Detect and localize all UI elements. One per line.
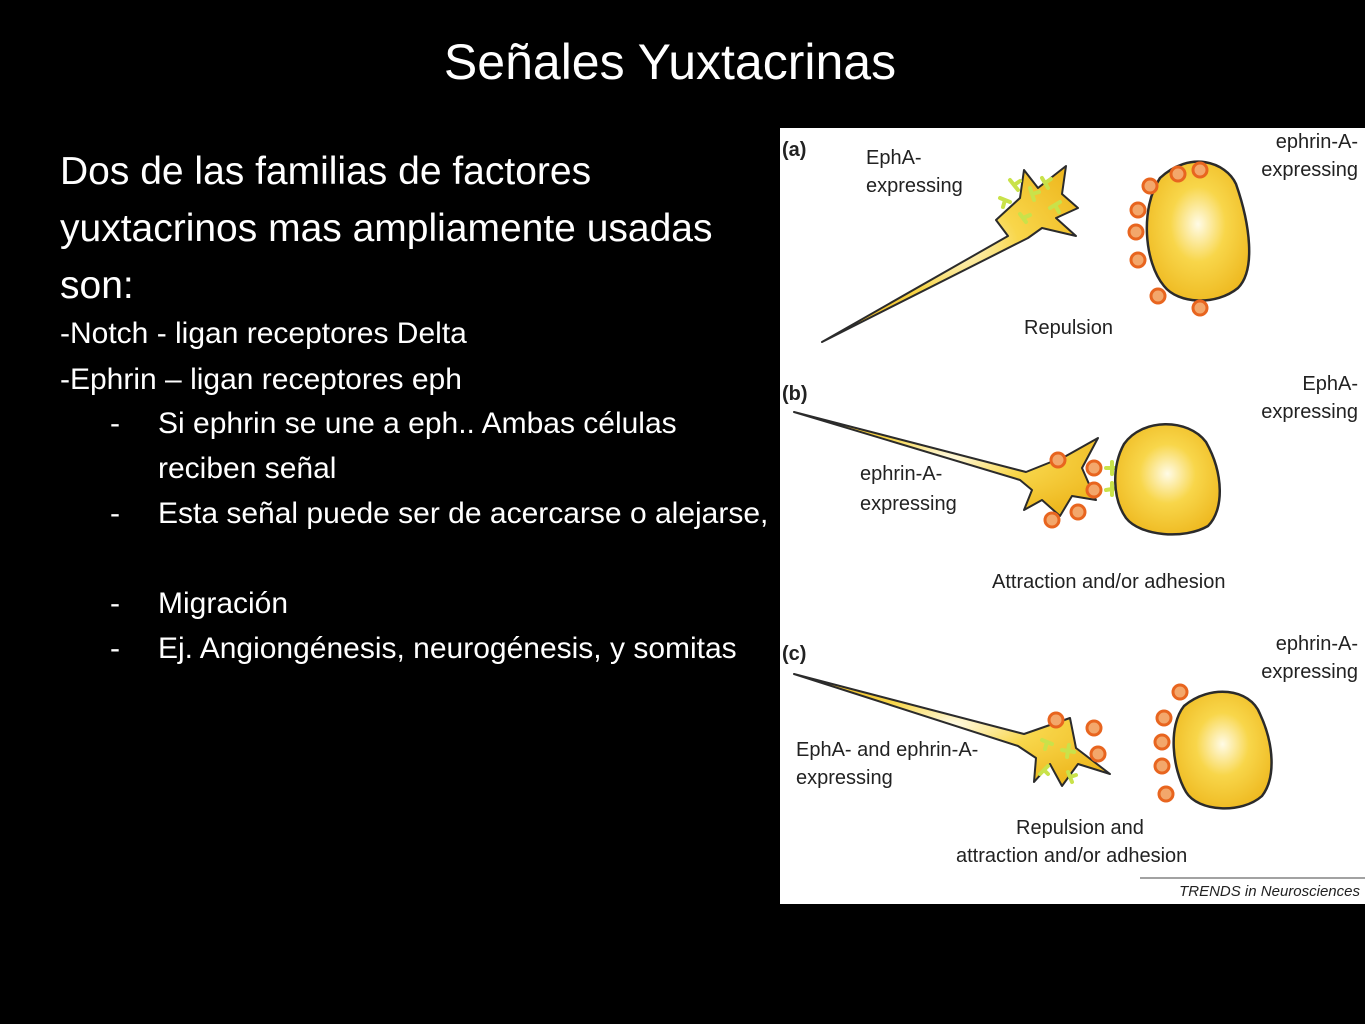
- figure-credit: TRENDS in Neurosciences: [1179, 883, 1360, 900]
- subitem-text: Esta señal puede ser de acercarse o alej…: [158, 497, 769, 530]
- subitem-1: - Si ephrin se une a eph.. Ambas células…: [110, 401, 770, 491]
- ephrin-diagram: (a) EphA- expressing ephrin-A- expressin…: [780, 128, 1365, 904]
- subitem-dash: -: [110, 497, 120, 530]
- subitem-dash: -: [110, 587, 120, 620]
- panel-b-right-label-1: EphA-: [1302, 373, 1358, 395]
- panel-c-tag: (c): [782, 643, 806, 665]
- panel-b-left-label-2: expressing: [860, 493, 957, 515]
- subitem-text: Migración: [158, 587, 289, 620]
- neuron-cell: [821, 165, 1079, 343]
- panel-b-right-label-2: expressing: [1261, 401, 1358, 423]
- panel-b-caption: Attraction and/or adhesion: [992, 571, 1226, 593]
- panel-a-right-label-1: ephrin-A-: [1276, 131, 1358, 153]
- panel-b: (b) EphA- expressing ephrin-A- expressin…: [782, 373, 1358, 593]
- panel-b-tag: (b): [782, 383, 808, 405]
- subitem-2: - Esta señal puede ser de acercarse o al…: [110, 491, 770, 536]
- receptor-group: [998, 176, 1062, 224]
- ligand-group: [1043, 451, 1103, 529]
- subitem-text: Si ephrin se une a eph.. Ambas células r…: [158, 407, 677, 485]
- target-cell: [1172, 690, 1273, 810]
- ligand-group: [1127, 161, 1209, 317]
- panel-c-left-label-2: expressing: [796, 767, 893, 789]
- panel-c: (c) ephrin-A- expressing EphA- and ephri…: [782, 633, 1358, 867]
- target-cell: [1114, 423, 1221, 536]
- panel-c-caption-1: Repulsion and: [1016, 817, 1144, 839]
- subitem-4: - Ej. Angiongénesis, neurogénesis, y som…: [110, 626, 770, 671]
- panel-a-right-label-2: expressing: [1261, 159, 1358, 181]
- subitem-dash: -: [110, 632, 120, 665]
- panel-c-caption-2: attraction and/or adhesion: [956, 845, 1187, 867]
- ligand-group: [1153, 683, 1189, 803]
- panel-a-tag: (a): [782, 139, 806, 161]
- item-notch: -Notch - ligan receptores Delta: [60, 317, 467, 350]
- panel-c-right-label-1: ephrin-A-: [1276, 633, 1358, 655]
- neuron-cell: [793, 411, 1099, 517]
- subitem-3: - Migración: [110, 581, 770, 626]
- target-cell: [1145, 160, 1251, 302]
- lead-text: Dos de las familias de factores yuxtacri…: [60, 150, 713, 307]
- panel-a-caption: Repulsion: [1024, 317, 1113, 339]
- panel-a-left-label-2: expressing: [866, 175, 963, 197]
- panel-c-left-label-1: EphA- and ephrin-A-: [796, 739, 978, 761]
- receptor-group: [1038, 738, 1078, 784]
- subitem-dash: -: [110, 407, 120, 440]
- item-ephrin: -Ephrin – ligan receptores eph: [60, 363, 462, 396]
- panel-b-left-label-1: ephrin-A-: [860, 463, 942, 485]
- ligand-group: [1047, 711, 1107, 763]
- panel-a-left-label-1: EphA-: [866, 147, 922, 169]
- panel-c-right-label-2: expressing: [1261, 661, 1358, 683]
- slide-title: Señales Yuxtacrinas: [443, 34, 897, 90]
- panel-a: (a) EphA- expressing ephrin-A- expressin…: [782, 131, 1358, 343]
- subitem-text: Ej. Angiongénesis, neurogénesis, y somit…: [158, 632, 737, 665]
